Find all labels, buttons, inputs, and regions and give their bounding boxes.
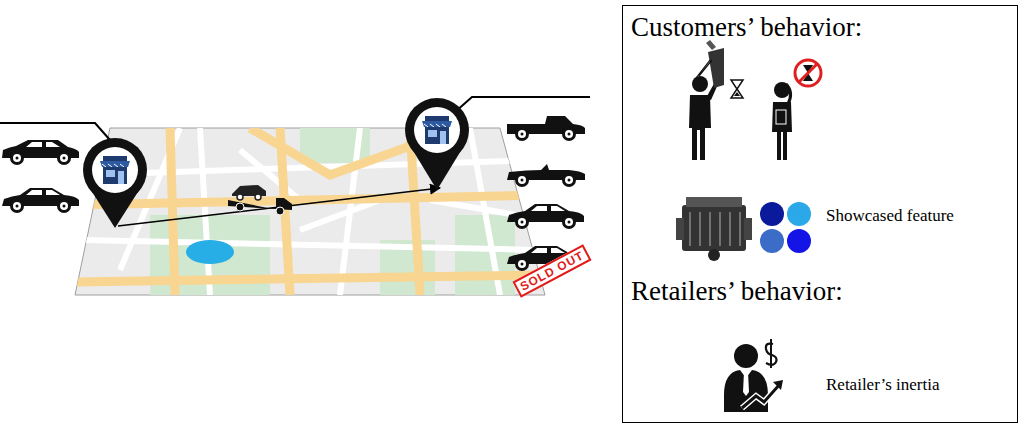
icon-caption: Retailer’s inertia	[826, 375, 939, 395]
city-map	[75, 128, 545, 295]
leader-line	[0, 123, 110, 140]
leader-line	[455, 97, 590, 112]
icon-caption: Showcased feature	[826, 206, 954, 226]
car-icon	[2, 188, 79, 213]
section-heading: Retailers’ behavior:	[631, 276, 843, 307]
store-pin	[405, 98, 469, 190]
engine-icon	[676, 197, 752, 261]
car-icon	[2, 140, 79, 165]
no-hourglass-icon	[795, 60, 821, 86]
car-icon	[507, 116, 585, 141]
woman-icon	[772, 82, 792, 160]
feature-dots	[760, 202, 811, 253]
chainsaw-man-icon	[689, 40, 724, 160]
tow-truck	[228, 185, 292, 215]
businessman-icon	[724, 339, 783, 412]
car-icon	[507, 204, 584, 229]
hourglass-icon	[731, 80, 743, 98]
section-heading: Customers’ behavior:	[631, 12, 862, 43]
legend-panel: Customers’ behavior: Showcased featureRet…	[622, 5, 1018, 423]
route-arrow	[118, 188, 440, 226]
store-pin	[83, 138, 147, 228]
car-icon	[507, 164, 585, 187]
